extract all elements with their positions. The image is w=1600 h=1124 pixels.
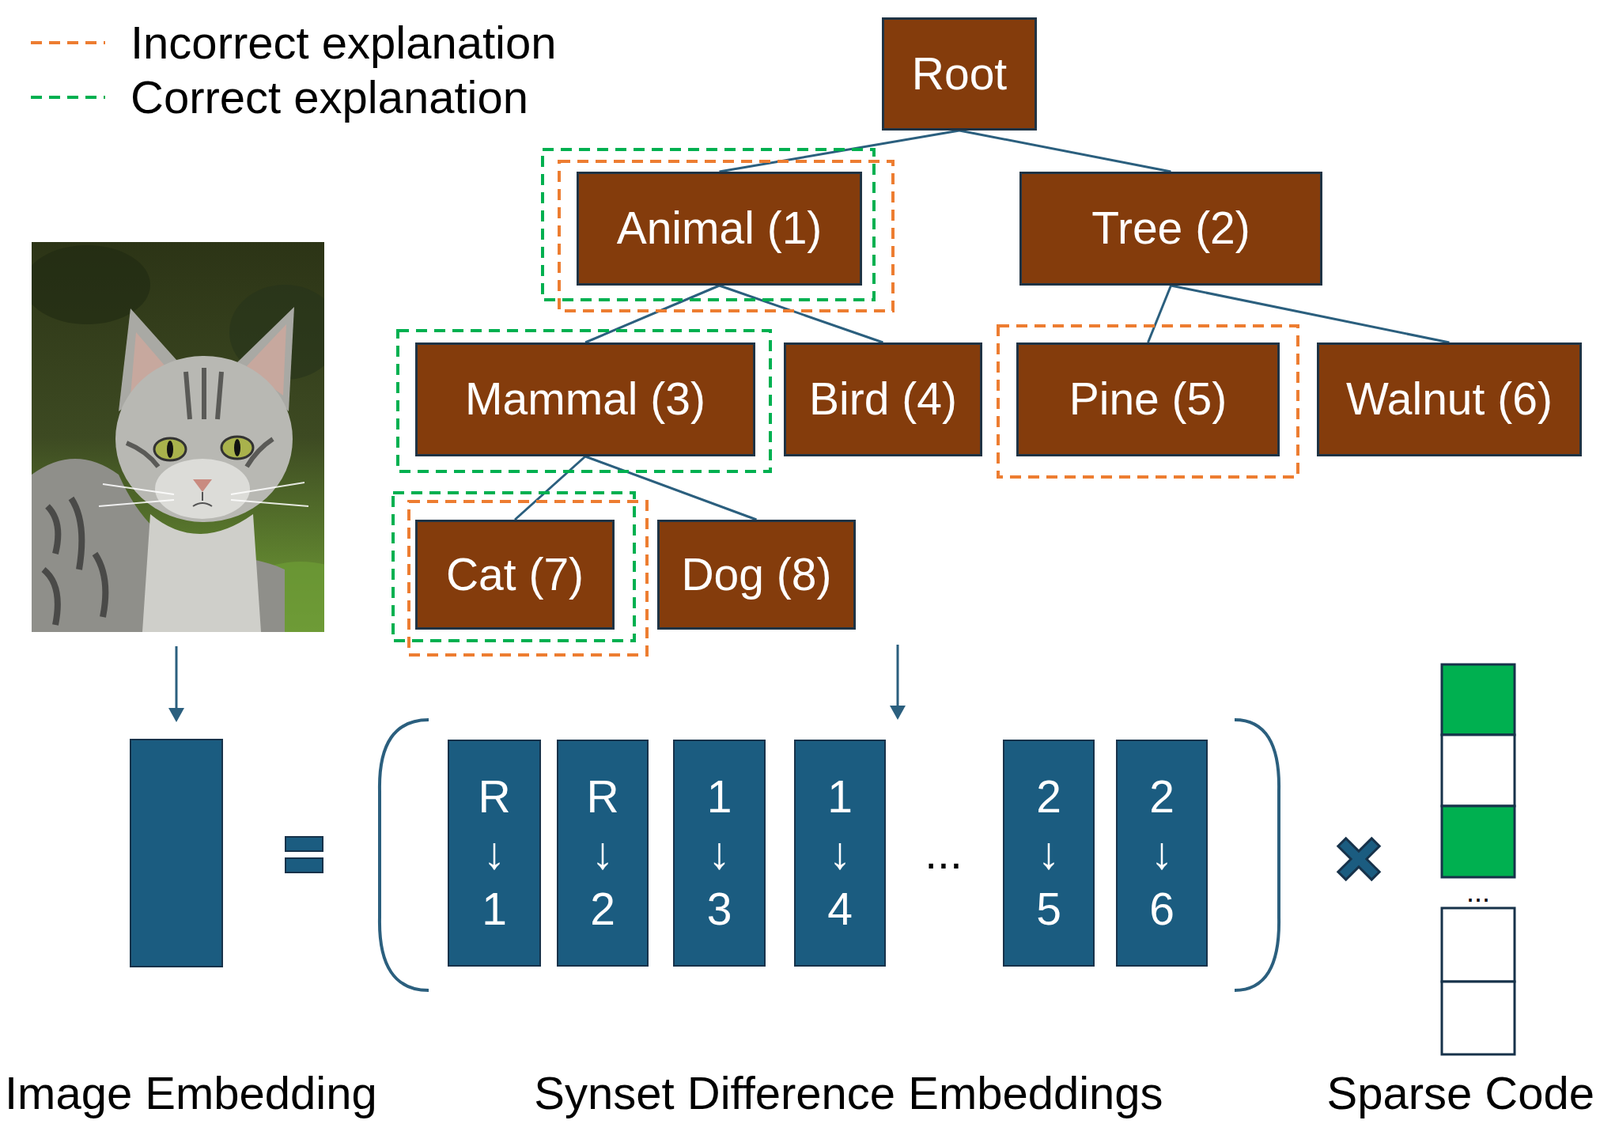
column-text: 1 [707, 768, 733, 825]
legend-text: Correct explanation [130, 71, 529, 123]
column-text: ↓ [591, 824, 615, 882]
arrow-head [168, 707, 185, 723]
embedding-column: 2↓6 [1115, 739, 1208, 967]
caption-label: Image Embedding [4, 1067, 378, 1119]
equals-bar [285, 836, 323, 852]
synset-label: Root [911, 48, 1007, 101]
column-text: 1 [827, 768, 853, 825]
explanation-outline [559, 161, 893, 311]
arrow-head [889, 705, 906, 720]
synset-box: Dog (8) [657, 519, 856, 630]
column-text: 2 [1036, 768, 1062, 825]
legend-dash-green [30, 95, 106, 99]
synset-label: Tree (2) [1091, 202, 1251, 255]
column-text: 1 [481, 881, 507, 938]
cat-body [31, 458, 285, 632]
cat-muzzle [155, 458, 250, 519]
synset-box: Tree (2) [1019, 171, 1323, 286]
cat-pupil [166, 440, 174, 458]
cat-nose [192, 479, 212, 492]
synset-label: Bird (4) [809, 373, 957, 426]
synset-box: Bird (4) [783, 342, 983, 457]
embedding-column: R↓2 [556, 739, 649, 967]
sparse-cell-active [1441, 805, 1515, 878]
synset-label: Cat (7) [446, 548, 584, 602]
tree-edge [1148, 285, 1172, 343]
times-shape [1325, 825, 1393, 893]
cat-pupil [234, 438, 241, 457]
column-text: 2 [1149, 768, 1175, 825]
synset-box: Root [881, 17, 1037, 131]
synset-label: Walnut (6) [1346, 373, 1553, 426]
tree-edge [1171, 285, 1450, 343]
embedding-column: 1↓4 [794, 739, 886, 967]
sparse-cell [1441, 907, 1515, 982]
cat-whiskers [98, 482, 309, 507]
tree-edge [959, 130, 1172, 172]
flow-arrow [896, 644, 900, 708]
ellipsis: ... [1466, 877, 1491, 907]
column-text: ↓ [1150, 824, 1174, 882]
explanation-outline [393, 492, 635, 641]
column-text: R [477, 768, 511, 825]
column-text: ↓ [1037, 824, 1061, 882]
ellipsis: ... [924, 830, 963, 876]
column-text: ↓ [707, 824, 731, 882]
cat-stripe [43, 498, 106, 625]
tree-edge [585, 285, 720, 343]
column-text: 4 [827, 881, 853, 938]
legend-dash-orange [30, 41, 106, 45]
sparse-cell [1441, 734, 1515, 806]
explanation-outline [998, 325, 1298, 477]
embedding-column: 2↓5 [1002, 739, 1095, 967]
tree-edge [585, 456, 757, 520]
column-text: ↓ [828, 824, 852, 882]
embedding-column: R↓1 [447, 739, 541, 967]
synset-box: Cat (7) [415, 519, 615, 630]
synset-label: Animal (1) [616, 202, 823, 255]
explanation-outline [397, 330, 771, 472]
matrix-bracket [1234, 719, 1279, 991]
caption-label: Sparse Code [1326, 1067, 1595, 1119]
legend-text: Incorrect explanation [130, 17, 557, 69]
cat-photo [31, 242, 325, 632]
times-sign [1325, 825, 1393, 893]
synset-label: Mammal (3) [465, 373, 706, 426]
synset-box: Animal (1) [576, 171, 863, 286]
sparse-cell [1441, 981, 1515, 1055]
embedding-column: 1↓3 [673, 739, 766, 967]
synset-box: Pine (5) [1016, 342, 1280, 457]
cat-eye [154, 438, 186, 461]
sparse-cell-active [1441, 664, 1515, 735]
cat-eye [221, 436, 254, 459]
column-text: 5 [1036, 881, 1062, 938]
column-text: 6 [1149, 881, 1175, 938]
cat-chest [142, 514, 261, 632]
synset-box: Walnut (6) [1316, 342, 1582, 457]
equals-bar [285, 858, 323, 873]
cat-stripe [126, 367, 273, 467]
cat-head [115, 355, 293, 522]
tree-edge [719, 285, 884, 343]
synset-label: Pine (5) [1069, 373, 1228, 426]
synset-box: Mammal (3) [415, 342, 756, 457]
tree-edge [514, 456, 586, 520]
column-text: ↓ [483, 824, 507, 882]
matrix-bracket [379, 719, 429, 991]
column-text: 3 [707, 881, 733, 938]
synset-label: Dog (8) [680, 548, 832, 602]
explanation-outline [542, 149, 874, 300]
column-text: 2 [590, 881, 616, 938]
column-text: R [586, 768, 619, 825]
embedding-vector [130, 739, 223, 967]
cat-mouth [192, 491, 212, 507]
caption-label: Synset Difference Embeddings [533, 1067, 1163, 1119]
explanation-outline [408, 501, 647, 655]
flow-arrow [175, 646, 178, 711]
